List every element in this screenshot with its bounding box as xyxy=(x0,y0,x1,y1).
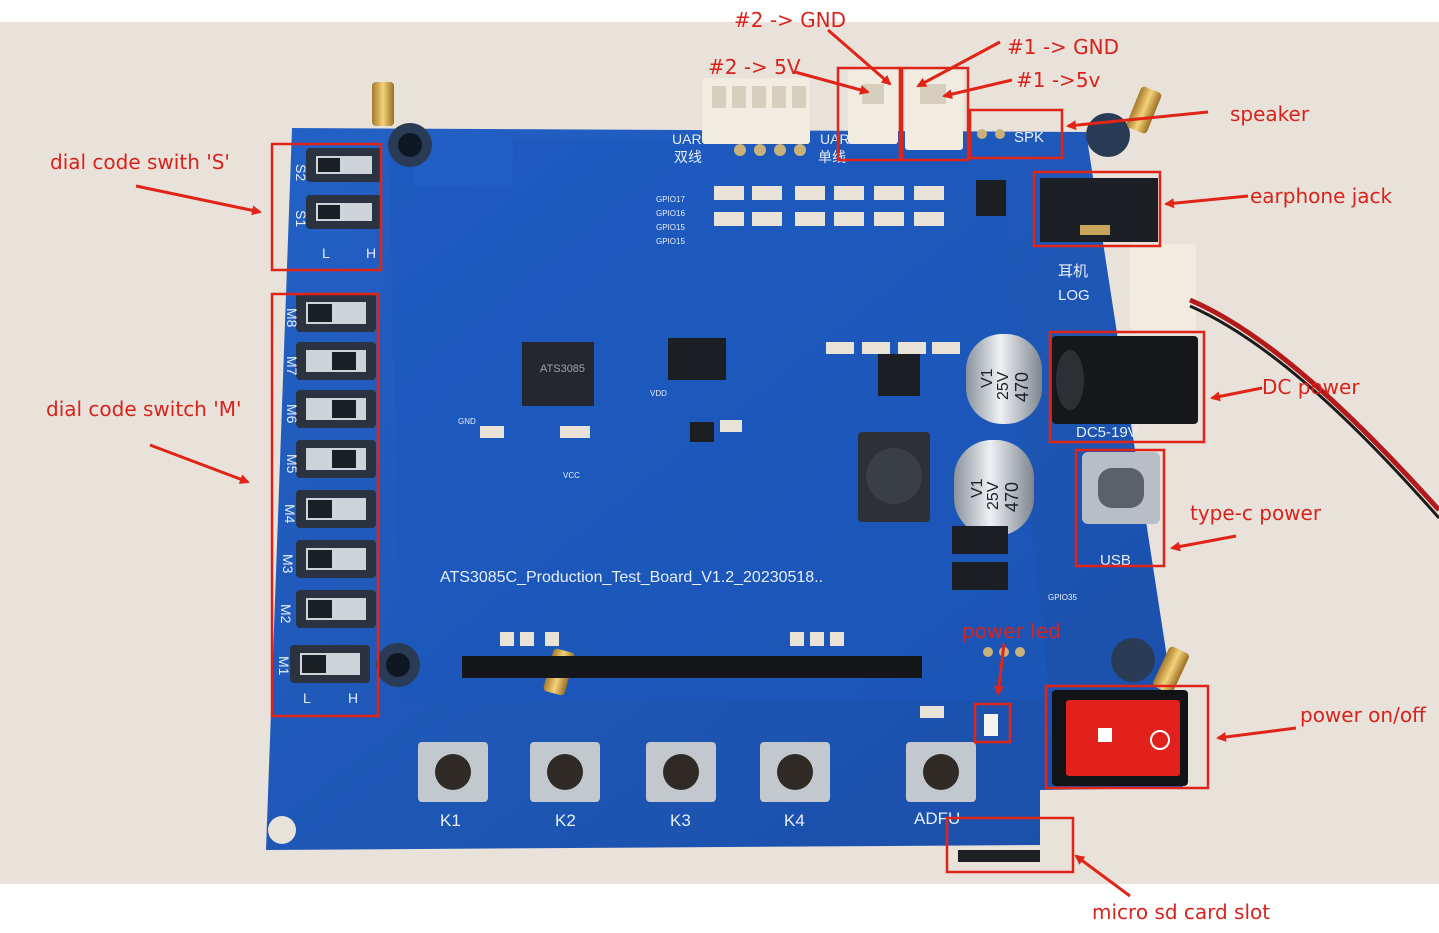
m-switch-group xyxy=(290,294,376,683)
pin-header-row xyxy=(462,656,922,678)
jst-connector-2 xyxy=(848,70,898,144)
label-earphone-jack: earphone jack xyxy=(1250,184,1393,208)
mount-hole-bottom-right xyxy=(1111,638,1155,682)
label-dial-s: dial code swith 'S' xyxy=(50,150,230,174)
brass-standoff xyxy=(372,82,394,126)
label-5v-1: #1 ->5v xyxy=(1016,68,1101,92)
spk-label: SPK xyxy=(1014,129,1044,146)
corner-hole xyxy=(268,816,296,844)
label-speaker: speaker xyxy=(1230,102,1310,126)
uart-label-1: UAR xyxy=(672,131,702,147)
uart-label-2-cn: 单线 xyxy=(818,149,846,165)
uart-label-1-cn: 双线 xyxy=(674,149,702,165)
log-label: LOG xyxy=(1058,287,1090,304)
jst-connector-1 xyxy=(905,70,963,150)
label-l-bottom: L xyxy=(303,690,311,706)
dc-jack xyxy=(1052,336,1198,424)
label-dc-power: DC power xyxy=(1262,375,1360,399)
bottom-margin xyxy=(0,884,1439,933)
svg-text:25V: 25V xyxy=(985,481,1002,510)
button-label-k4: K4 xyxy=(784,811,805,830)
switch-label-m3: M3 xyxy=(280,554,296,574)
pcb-inner-area xyxy=(388,138,1050,700)
switch-label-s1: S1 xyxy=(293,210,309,227)
svg-text:25V: 25V xyxy=(995,371,1012,400)
vcc-label: VCC xyxy=(563,471,580,480)
switch-label-m1: M1 xyxy=(276,656,292,676)
log-connector xyxy=(1130,244,1196,330)
svg-text:V1: V1 xyxy=(969,478,986,498)
switch-label-m4: M4 xyxy=(282,504,298,524)
soc-label: ATS3085 xyxy=(540,363,585,375)
svg-text:470: 470 xyxy=(1012,372,1032,402)
gpio-label: GPIO15 xyxy=(656,237,685,246)
tactile-buttons xyxy=(418,742,976,802)
main-soc xyxy=(522,342,594,406)
vdd-label: VDD xyxy=(650,389,667,398)
button-label-adfu: ADFU xyxy=(914,809,960,828)
electrolytic-capacitor-2: 470 25V V1 xyxy=(954,440,1034,536)
label-power-led: power led xyxy=(962,619,1061,643)
label-typec-power: type-c power xyxy=(1190,501,1322,525)
annotation-arrows xyxy=(135,28,1297,898)
label-gnd-2: #2 -> GND xyxy=(734,8,847,32)
smd-components xyxy=(480,186,960,718)
gpio35-label: GPIO35 xyxy=(1048,593,1077,602)
label-h-bottom: H xyxy=(348,690,358,706)
uart-label-2: UAR xyxy=(820,131,850,147)
micro-sd-slot xyxy=(958,850,1040,862)
board-title: ATS3085C_Production_Test_Board_V1.2_2023… xyxy=(440,569,823,586)
label-l-top: L xyxy=(322,245,330,261)
earphone-cn-label: 耳机 xyxy=(1058,263,1088,280)
label-power-onoff: power on/off xyxy=(1300,703,1426,727)
switch-label-m2: M2 xyxy=(278,604,294,624)
switch-label-m8: M8 xyxy=(284,308,300,328)
label-dial-m: dial code switch 'M' xyxy=(46,397,242,421)
annotation-boxes xyxy=(270,66,1210,874)
label-micro-sd: micro sd card slot xyxy=(1092,900,1271,924)
switch-label-m6: M6 xyxy=(284,404,300,424)
gpio-label: GPIO17 xyxy=(656,195,685,204)
label-gnd-1: #1 -> GND xyxy=(1007,35,1120,59)
switch-label-s2: S2 xyxy=(293,164,309,181)
gpio-label: GPIO16 xyxy=(656,209,685,218)
button-label-k2: K2 xyxy=(555,811,576,830)
gpio-label: GPIO15 xyxy=(656,223,685,232)
red-black-wire xyxy=(1189,297,1439,512)
top-margin xyxy=(0,0,1439,22)
switch-label-m7: M7 xyxy=(284,356,300,376)
electrolytic-capacitor-1: 470 25V V1 xyxy=(966,334,1042,424)
gnd-label: GND xyxy=(458,417,476,426)
power-led xyxy=(984,714,998,736)
button-label-k3: K3 xyxy=(670,811,691,830)
dc-label: DC5-19V xyxy=(1076,424,1138,441)
button-label-k1: K1 xyxy=(440,811,461,830)
svg-text:V1: V1 xyxy=(979,368,996,388)
svg-text:470: 470 xyxy=(1002,482,1022,512)
switch-label-m5: M5 xyxy=(284,454,300,474)
uart-connector-dual xyxy=(702,78,810,144)
connector-pins xyxy=(734,144,806,156)
label-h-top: H xyxy=(366,245,376,261)
label-5v-2: #2 -> 5V xyxy=(708,55,801,79)
s-switch-group xyxy=(306,148,382,229)
